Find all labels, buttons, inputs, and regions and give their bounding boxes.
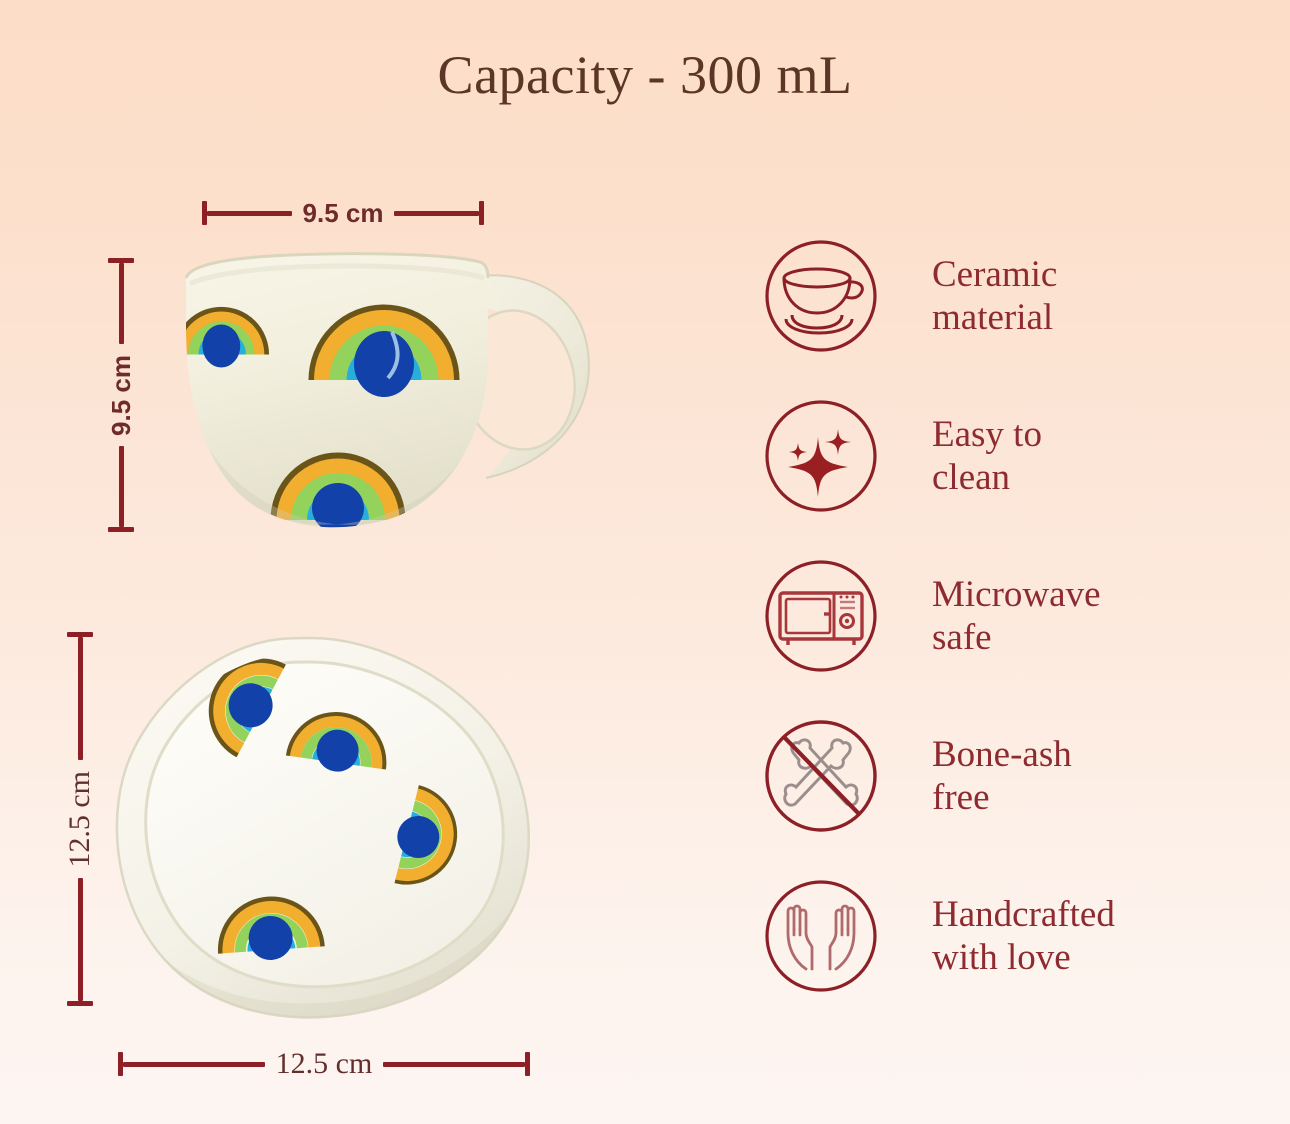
dimension-bar-left	[123, 1061, 265, 1067]
handle-opening	[461, 310, 575, 450]
dimension-cap-bottom	[108, 527, 134, 533]
dimension-bar-top	[118, 263, 124, 344]
plate-motif-bottom	[218, 896, 325, 960]
dimension-bar-right	[394, 210, 480, 216]
mug-height-dimension: 9.5 cm	[105, 258, 136, 533]
dimension-cap-left	[202, 201, 207, 225]
dimension-cap-left	[118, 1052, 123, 1076]
mug-width-dimension: 9.5 cm	[202, 197, 485, 228]
plate-motif-top	[285, 712, 387, 772]
mug-motif-left	[186, 306, 270, 368]
mug-handle	[449, 274, 590, 479]
feature-item-ceramic-material: Ceramic material	[762, 236, 1222, 356]
mug-product-image	[184, 252, 590, 528]
sparkle-icon	[762, 397, 880, 515]
feature-list: Ceramic material Easy to clean	[762, 236, 1222, 996]
feature-label-microwave-safe: Microwave safe	[932, 573, 1101, 658]
feature-label-ceramic-material: Ceramic material	[932, 253, 1058, 338]
dimension-cap-top	[108, 258, 134, 263]
feature-item-handcrafted-with-love: Handcrafted with love	[762, 876, 1222, 996]
no-bones-icon	[762, 717, 880, 835]
dimension-cap-top	[67, 632, 93, 637]
plate-motif-right	[394, 785, 458, 885]
dimension-cap-right	[479, 201, 485, 225]
microwave-icon	[762, 557, 880, 675]
plate-width-dimension: 12.5 cm	[118, 1047, 530, 1080]
dimension-bar-top	[77, 637, 83, 760]
mug-rim	[184, 252, 490, 279]
plate-motif-left	[208, 658, 286, 758]
dimension-bar-bottom	[77, 878, 83, 1001]
teacup-saucer-icon	[762, 237, 880, 355]
plate-product-image	[115, 636, 530, 1019]
mug-motif-bottom	[270, 452, 406, 528]
mug-motifs	[186, 304, 460, 528]
mug-motif-center	[308, 304, 460, 397]
plate-width-label: 12.5 cm	[275, 1047, 373, 1080]
feature-item-bone-ash-free: Bone-ash free	[762, 716, 1222, 836]
mug-height-label: 9.5 cm	[105, 354, 136, 436]
feature-label-handcrafted-with-love: Handcrafted with love	[932, 893, 1115, 978]
plate-height-label: 12.5 cm	[63, 770, 96, 868]
feature-item-microwave-safe: Microwave safe	[762, 556, 1222, 676]
feature-label-easy-to-clean: Easy to clean	[932, 413, 1042, 498]
mug-width-label: 9.5 cm	[302, 197, 384, 228]
feature-item-easy-to-clean: Easy to clean	[762, 396, 1222, 516]
caring-hands-icon	[762, 877, 880, 995]
plate-motifs	[208, 658, 458, 960]
page-title: Capacity - 300 mL	[437, 45, 853, 105]
dimension-cap-bottom	[67, 1001, 93, 1006]
dimension-bar-right	[383, 1061, 525, 1067]
plate-height-dimension: 12.5 cm	[63, 632, 96, 1006]
dimension-bar-bottom	[118, 446, 124, 528]
dimension-bar-left	[207, 210, 292, 216]
feature-label-bone-ash-free: Bone-ash free	[932, 733, 1072, 818]
dimension-cap-right	[525, 1052, 530, 1076]
